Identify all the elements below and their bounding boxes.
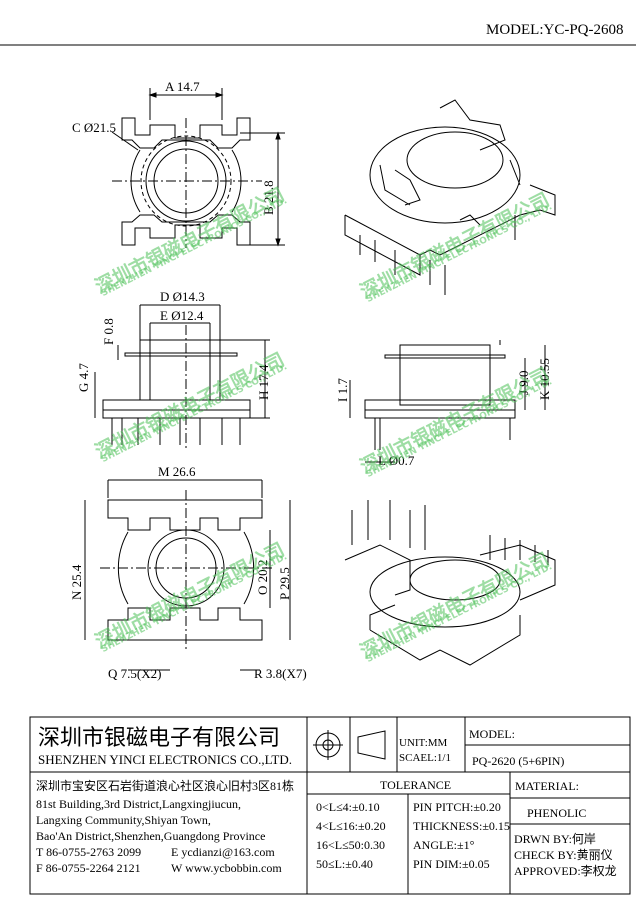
fax-number: F 86-0755-2264 2121 (36, 861, 141, 875)
company-name-en: SHENZHEN YINCI ELECTRONICS CO.,LTD. (38, 752, 292, 767)
tolerance-row: 16<L≤50:0.30 (316, 838, 386, 852)
top-view-drawing (111, 88, 285, 248)
model-label: MODEL: (469, 727, 515, 741)
pin-tolerance-row: THICKNESS:±0.15 (413, 819, 510, 833)
address-line: 81st Building,3rd District,Langxingjiucu… (36, 797, 241, 811)
dim-q: Q 7.5(X2) (108, 666, 162, 681)
side-view-right-drawing (349, 340, 546, 463)
unit-label: UNIT:MM (399, 737, 448, 749)
tolerance-row: 50≤L:±0.40 (316, 857, 373, 871)
pin-tolerance-row: PIN PITCH:±0.20 (413, 800, 501, 814)
dim-m: M 26.6 (158, 464, 196, 479)
dim-p: P 29.5 (277, 567, 292, 600)
website: W www.ycbobbin.com (171, 861, 282, 875)
model-value: PQ-2620 (5+6PIN) (472, 754, 565, 768)
dim-c: C Ø21.5 (72, 120, 117, 135)
dim-f: F 0.8 (101, 318, 116, 345)
material-label: MATERIAL: (515, 779, 579, 793)
projection-symbol (313, 730, 386, 760)
address-line: Langxing Community,Shiyan Town, (36, 813, 211, 827)
pin-tolerance-row: PIN DIM:±0.05 (413, 857, 490, 871)
dim-l: L Ø0.7 (378, 453, 415, 468)
model-code: MODEL:YC-PQ-2608 (486, 22, 624, 38)
title-block-grid (29, 716, 631, 895)
dim-g: G 4.7 (76, 363, 91, 392)
approved-by: APPROVED:李权龙 (514, 864, 617, 878)
tolerance-title: TOLERANCE (380, 778, 452, 792)
dim-d: D Ø14.3 (160, 289, 205, 304)
dim-e: E Ø12.4 (160, 308, 204, 323)
bottom-view-drawing (84, 479, 291, 671)
drawn-by: DRWN BY:何岸 (514, 832, 596, 846)
dim-r: R 3.8(X7) (254, 666, 307, 681)
isometric-bottom-drawing (344, 500, 556, 666)
material-value: PHENOLIC (527, 806, 587, 820)
address-line: Bao'An District,Shenzhen,Guangdong Provi… (36, 829, 266, 843)
tolerance-row: 4<L≤16:±0.20 (316, 819, 386, 833)
tolerance-row: 0<L≤4:±0.10 (316, 800, 380, 814)
email-address: E ycdianzi@163.com (171, 845, 275, 859)
dim-i: I 1.7 (335, 378, 350, 402)
isometric-top-drawing (344, 99, 556, 295)
pin-tolerance-row: ANGLE:±1° (413, 838, 475, 852)
checked-by: CHECK BY:黄丽仪 (514, 848, 613, 862)
company-name-cn: 深圳市银磁电子有限公司 (38, 725, 281, 750)
address-line: 深圳市宝安区石岩街道浪心社区浪心旧村3区81栋 (36, 779, 295, 793)
dim-n: N 25.4 (69, 564, 84, 600)
side-view-drawing (94, 304, 270, 450)
dim-a: A 14.7 (165, 79, 200, 94)
scale-label: SCAEL:1/1 (399, 752, 451, 764)
tel-number: T 86-0755-2763 2099 (36, 845, 142, 859)
